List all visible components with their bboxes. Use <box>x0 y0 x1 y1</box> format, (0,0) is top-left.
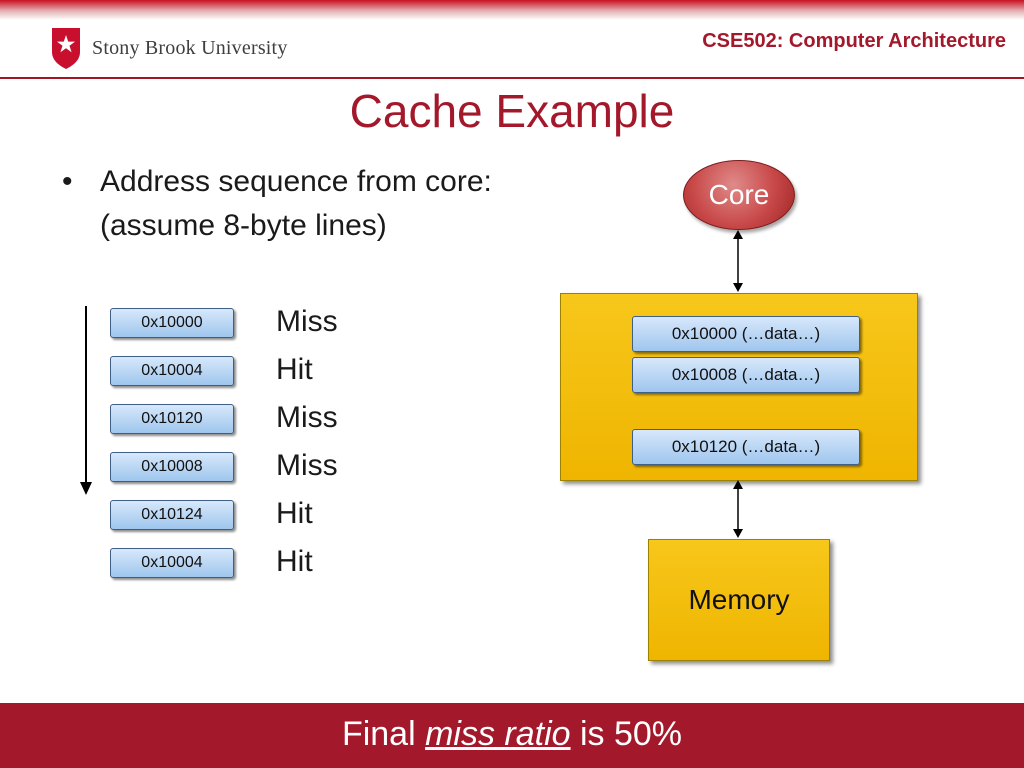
cache-line-3: 0x10120 (…data…) <box>632 429 860 465</box>
university-logo: Stony Brook University <box>50 25 288 71</box>
sequence-address-2: 0x10004 <box>110 356 234 386</box>
memory-node: Memory <box>648 539 830 661</box>
sequence-address-1: 0x10000 <box>110 308 234 338</box>
cache-line-2: 0x10008 (…data…) <box>632 357 860 393</box>
sequence-address-5: 0x10124 <box>110 500 234 530</box>
course-title: CSE502: Computer Architecture <box>702 30 1006 52</box>
sequence-result-3: Miss <box>276 401 338 434</box>
footer-prefix: Final <box>341 715 426 753</box>
bullet-line-2: (assume 8-byte lines) <box>100 209 387 242</box>
university-shield-icon <box>52 28 80 69</box>
sequence-result-5: Hit <box>276 497 313 530</box>
sequence-result-1: Miss <box>276 305 338 338</box>
top-accent-band <box>0 0 1024 20</box>
sequence-address-4: 0x10008 <box>110 452 234 482</box>
sequence-result-4: Miss <box>276 449 338 482</box>
bullet-marker: • <box>62 165 73 198</box>
footer-banner: Final miss ratio is 50% <box>0 703 1024 768</box>
university-name: Stony Brook University <box>92 36 288 59</box>
bullet-text: Address sequence from core: (assume 8-by… <box>100 160 492 248</box>
cache-memory-connector <box>733 480 743 538</box>
bullet-line-1: Address sequence from core: <box>100 165 492 198</box>
core-cache-connector <box>733 230 743 292</box>
sequence-arrow <box>80 306 92 495</box>
cache-line-1: 0x10000 (…data…) <box>632 316 860 352</box>
sequence-result-2: Hit <box>276 353 313 386</box>
core-node: Core <box>683 160 795 230</box>
sequence-result-6: Hit <box>276 545 313 578</box>
header-divider <box>0 77 1024 79</box>
slide-title: Cache Example <box>349 85 675 137</box>
sequence-address-3: 0x10120 <box>110 404 234 434</box>
footer-suffix: is 50% <box>570 715 683 753</box>
footer-emphasis: miss ratio <box>425 715 571 753</box>
sequence-address-6: 0x10004 <box>110 548 234 578</box>
